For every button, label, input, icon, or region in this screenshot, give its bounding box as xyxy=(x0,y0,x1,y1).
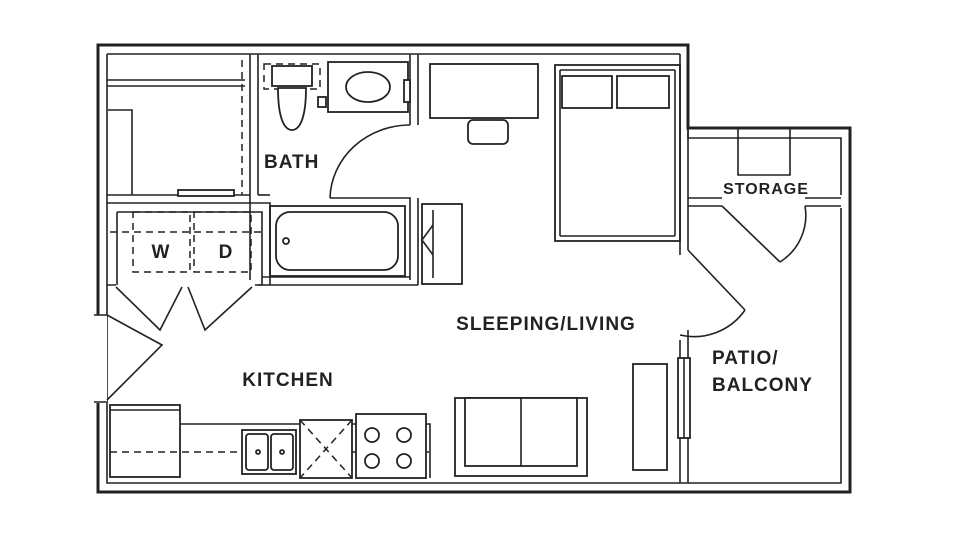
room-label-storage: STORAGE xyxy=(723,181,809,198)
toilet xyxy=(263,63,321,131)
bath-walls xyxy=(249,54,419,286)
room-label-bath: BATH xyxy=(264,152,319,173)
side-table xyxy=(421,203,463,285)
desk xyxy=(429,63,539,145)
room-label-patio-line1: PATIO/ xyxy=(712,348,779,369)
entry-door xyxy=(94,314,164,405)
dryer-label: D xyxy=(219,242,234,263)
patio-door xyxy=(677,249,746,439)
sofa xyxy=(454,397,588,477)
kitchen-counter xyxy=(109,404,431,479)
bath-door xyxy=(329,124,411,199)
storage-shelf xyxy=(721,128,807,263)
room-label-kitchen: KITCHEN xyxy=(242,370,333,391)
bed xyxy=(554,64,681,242)
room-label-patio-line2: BALCONY xyxy=(712,375,813,396)
closet xyxy=(107,60,250,197)
media-console xyxy=(632,363,668,471)
laundry-closet: W D xyxy=(107,202,271,332)
room-label-sleeping-living: SLEEPING/LIVING xyxy=(456,314,636,335)
washer-label: W xyxy=(152,242,171,263)
bathroom-sink xyxy=(317,61,411,113)
right-walls xyxy=(679,54,841,483)
bathtub xyxy=(269,205,406,277)
